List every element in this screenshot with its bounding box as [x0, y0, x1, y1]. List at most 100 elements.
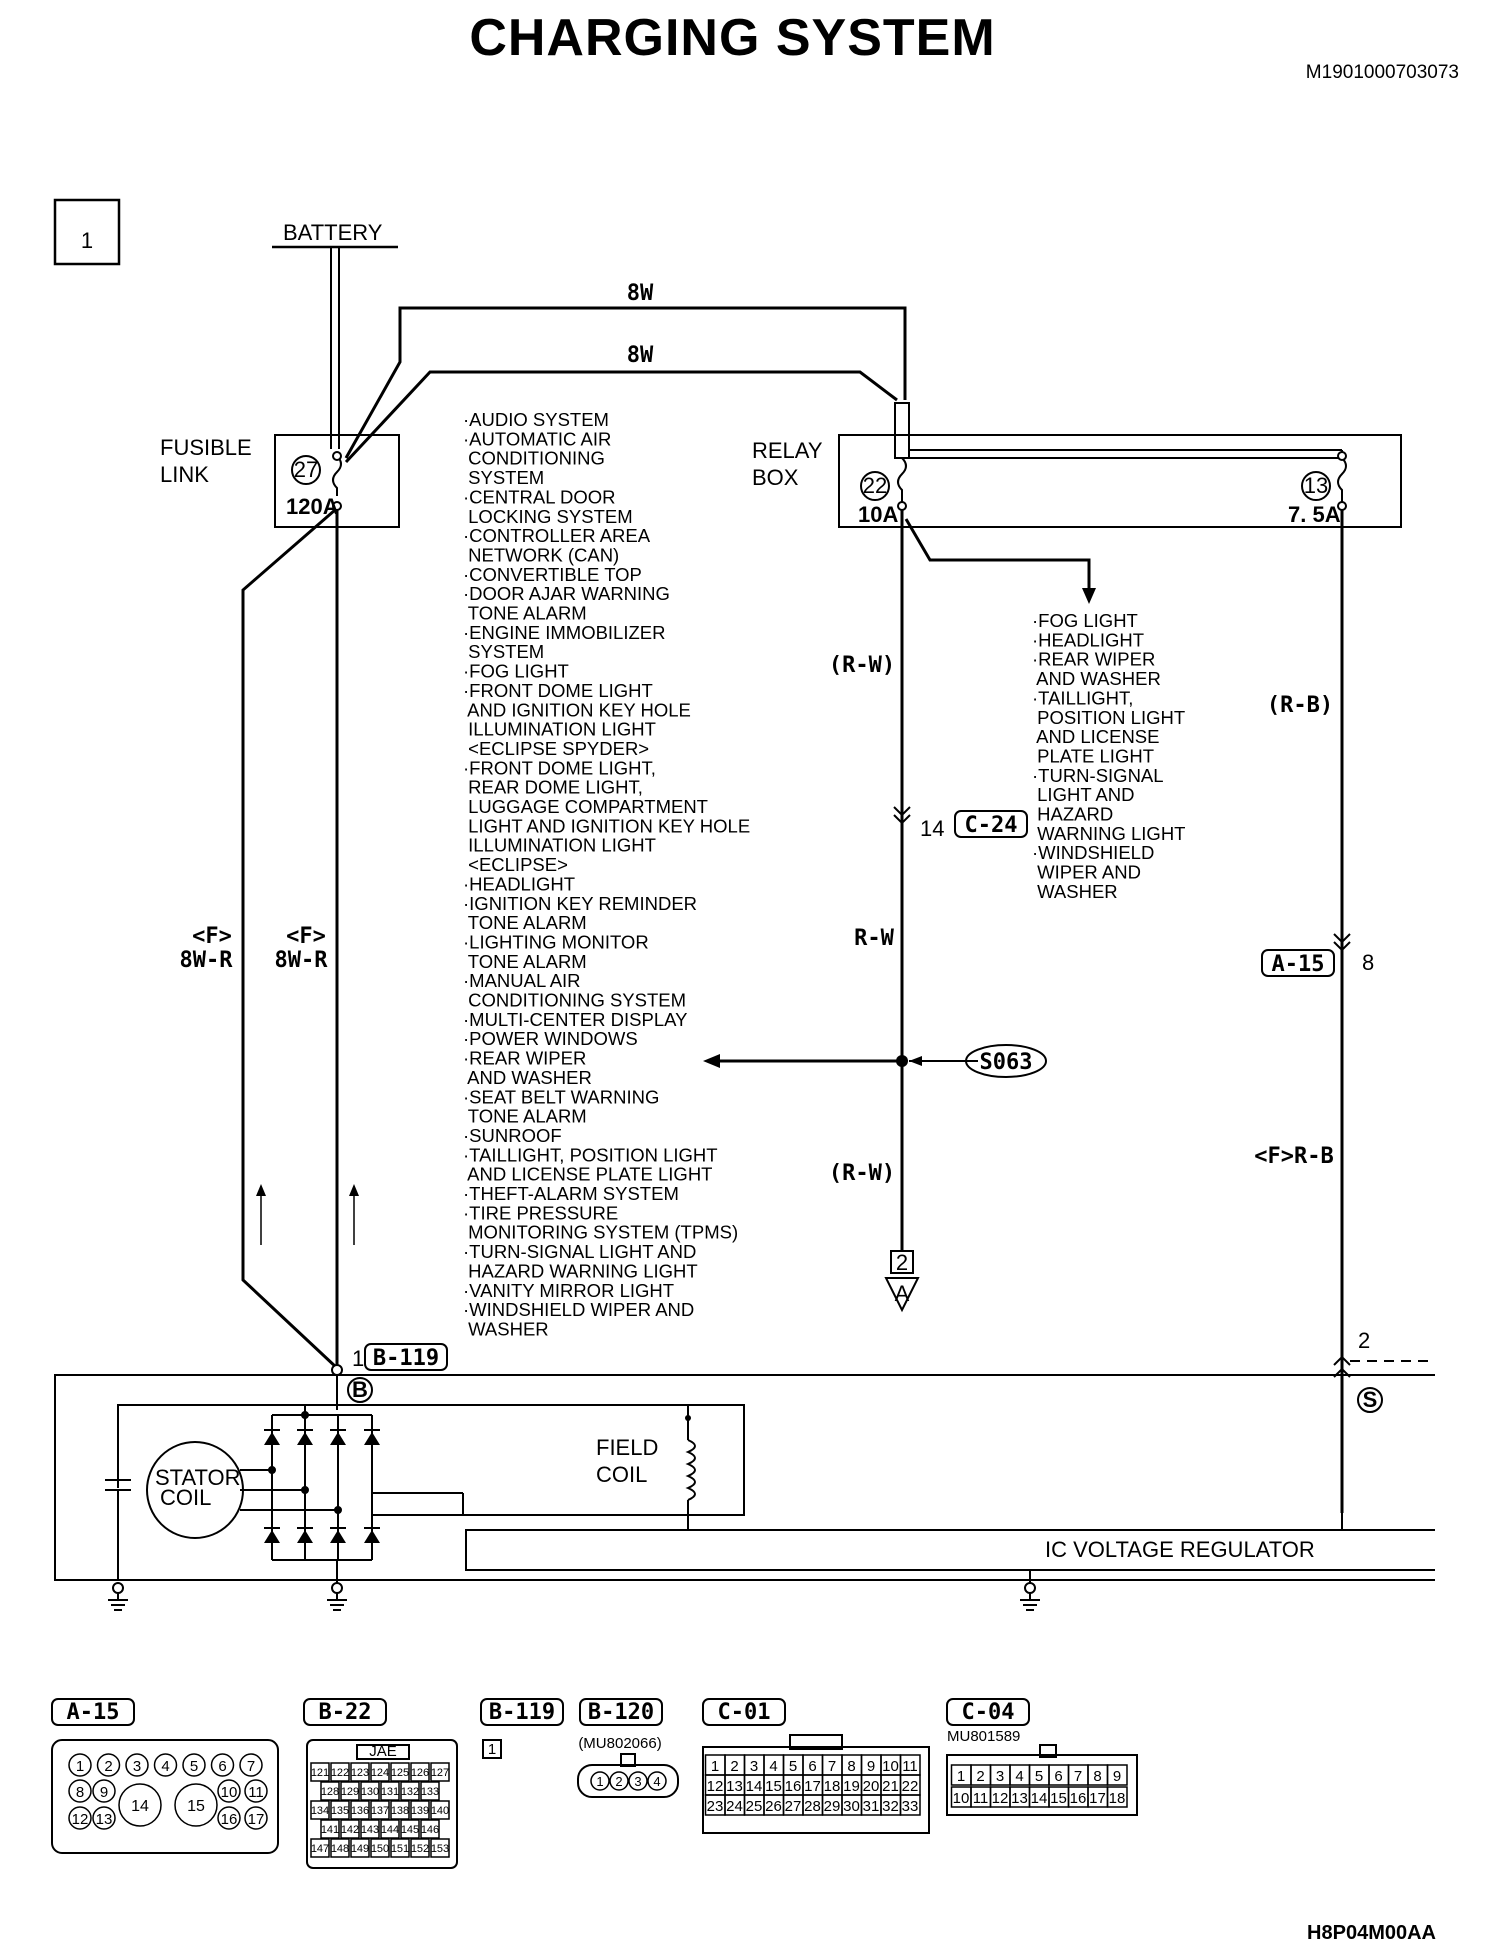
c24-label: C-24 [965, 813, 1018, 838]
circuit-list-right-line: HAZARD [1032, 804, 1113, 825]
c01-pin-number: 31 [863, 1798, 880, 1815]
a15-pin-label: 8 [1362, 950, 1374, 975]
c04-latch [1039, 1744, 1057, 1758]
b22-pin [410, 1762, 430, 1782]
circuit-list-main-line: ·DOOR AJAR WARNING [463, 583, 670, 604]
a15-pin [92, 1806, 116, 1830]
circuit-list-main-line: NETWORK (CAN) [463, 544, 619, 565]
circuit-list-main-line: SYSTEM [463, 641, 544, 662]
b22-pin [360, 1781, 380, 1801]
b120-pin [590, 1771, 610, 1791]
b22-pin-number: 129 [341, 1786, 359, 1798]
a15-pin [244, 1779, 268, 1803]
c01-pin-number: 7 [828, 1758, 836, 1775]
circuit-list-main-line: ·CONVERTIBLE TOP [463, 564, 642, 585]
figure-code: H8P04M00AA [1307, 1922, 1436, 1944]
a15-pin-number: 15 [187, 1798, 205, 1815]
fuse-22-bottom-terminal [897, 501, 907, 511]
circuit-list-main-line: ·VANITY MIRROR LIGHT [463, 1280, 674, 1301]
circuit-list-main-line: ·MANUAL AIR [463, 970, 581, 991]
c01-latch [789, 1734, 843, 1750]
relay-box-label-2: BOX [752, 465, 799, 490]
b22-pin [400, 1819, 420, 1839]
b22-pin [420, 1819, 440, 1839]
b120-pin-number: 3 [634, 1774, 641, 1789]
connector-badges [364, 810, 1335, 1371]
c01-pin [899, 1794, 921, 1816]
circuit-list-main-line: ·SEAT BELT WARNING [463, 1086, 659, 1107]
b22-pin [380, 1781, 400, 1801]
circuit-list-main-line: ·SUNROOF [463, 1125, 562, 1146]
a15-pin [68, 1779, 92, 1803]
b22-pin-number: 126 [411, 1767, 429, 1779]
circuit-list-right-line: AND WASHER [1032, 668, 1161, 689]
b22-pin-number: 141 [321, 1824, 339, 1836]
c04-pin-number: 8 [1093, 1768, 1101, 1785]
c04-pin-number: 1 [957, 1768, 965, 1785]
b22-pin-number: 144 [381, 1824, 399, 1836]
fuse-13-element [1337, 450, 1347, 506]
b22-pin [310, 1800, 330, 1820]
relay-branch-arrowhead [1082, 588, 1096, 604]
c01-housing [702, 1746, 930, 1834]
b22-pin [370, 1800, 390, 1820]
c04-pin-number: 10 [953, 1790, 970, 1807]
c04-pin-number: 17 [1089, 1790, 1106, 1807]
a15-pin [244, 1806, 268, 1830]
relay-box-busbar [894, 402, 910, 459]
alternator-outline [54, 1374, 1435, 1581]
fusible-link-label-2: LINK [160, 462, 209, 487]
c04-pin-number: 18 [1109, 1790, 1126, 1807]
c01-pin-number: 19 [843, 1778, 860, 1795]
circuit-list-main-line: AND IGNITION KEY HOLE [463, 699, 691, 720]
b22-pin-number: 132 [401, 1786, 419, 1798]
b22-pin [420, 1781, 440, 1801]
circuit-list-right-line: POSITION LIGHT [1032, 707, 1185, 728]
section-number: 1 [81, 228, 93, 253]
b120-pin [647, 1771, 667, 1791]
c04-pin-number: 12 [992, 1790, 1009, 1807]
relay-box [838, 434, 1402, 528]
b22-pin-number: 147 [311, 1843, 329, 1855]
b22-pin [380, 1819, 400, 1839]
circuit-list-main-line: ·TAILLIGHT, POSITION LIGHT [463, 1144, 718, 1165]
b22-pin-number: 123 [351, 1767, 369, 1779]
circuit-list-main-line: ·FOG LIGHT [463, 661, 569, 682]
circuit-list-main: ·AUDIO SYSTEM·AUTOMATIC AIR CONDITIONING… [463, 409, 750, 1339]
a15-view-label: A-15 [67, 1700, 120, 1725]
b22-pin-number: 121 [311, 1767, 329, 1779]
circuit-list-main-line: ·LIGHTING MONITOR [463, 931, 649, 952]
c01-pin-number: 29 [824, 1798, 841, 1815]
b120-pin-number: 2 [615, 1774, 622, 1789]
ref-a-label: A [895, 1281, 910, 1306]
c01-view-label: C-01 [718, 1700, 771, 1725]
b22-pin-number: 135 [331, 1805, 349, 1817]
terminal-s-label: S [1363, 1387, 1378, 1412]
circuit-list-main-line: ·AUDIO SYSTEM [463, 409, 609, 430]
wire-8w-lower-label: 8W [627, 343, 654, 368]
fuse-27-number: 27 [294, 457, 318, 482]
c24-pin-symbol [893, 806, 911, 825]
field-coil-label-1: FIELD [596, 1435, 658, 1460]
b22-pin [410, 1838, 430, 1858]
a15-pin [217, 1806, 241, 1830]
a15-pin-number: 5 [190, 1758, 198, 1775]
c01-pin-number: 14 [746, 1778, 763, 1795]
c04-pin-number: 4 [1015, 1768, 1023, 1785]
a15-pin-number: 3 [133, 1758, 141, 1775]
b22-pin [310, 1762, 330, 1782]
circuit-list-main-line: WASHER [463, 1318, 549, 1339]
c01-pin-number: 21 [882, 1778, 899, 1795]
circuit-list-right-line: WARNING LIGHT [1032, 823, 1185, 844]
b22-pin [430, 1762, 450, 1782]
a15-pin [239, 1753, 263, 1777]
page-title: CHARGING SYSTEM [469, 9, 996, 67]
splice-s063-label: S063 [980, 1050, 1033, 1075]
circuit-list-main-line: TONE ALARM [463, 1106, 587, 1127]
b22-pin-number: 130 [361, 1786, 379, 1798]
b22-pin [330, 1800, 350, 1820]
wire-8w-r-outer [241, 508, 339, 1370]
b22-pin-number: 142 [341, 1824, 359, 1836]
wire-r-b-upper-label: (R-B) [1267, 693, 1333, 718]
connector-views-frames [51, 1698, 1138, 1869]
